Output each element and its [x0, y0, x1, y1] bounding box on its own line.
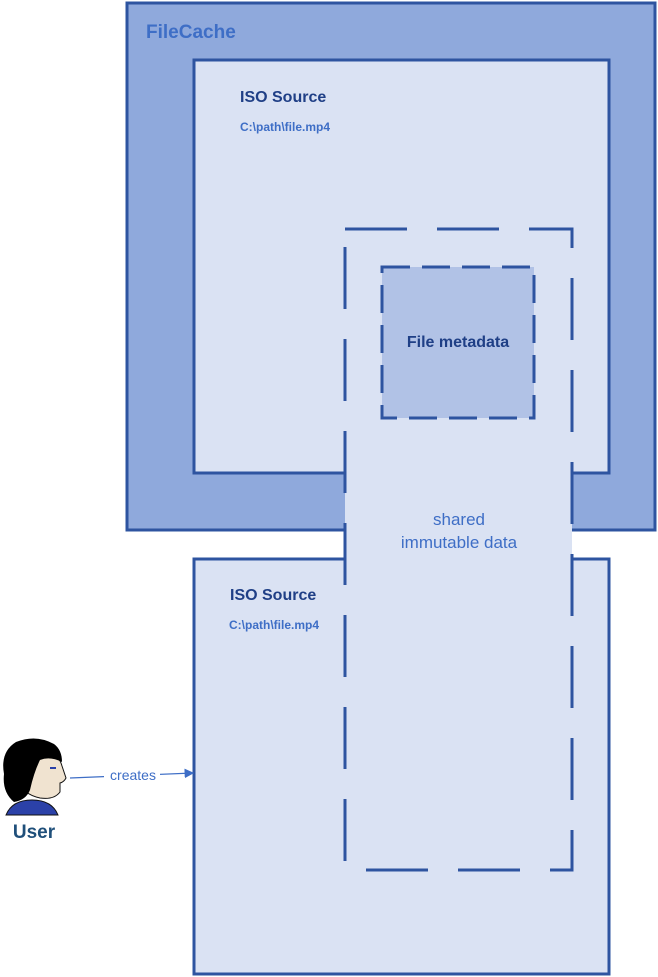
iso-source-bottom-path: C:\path\file.mp4: [229, 618, 319, 632]
shared-data-label-line2: immutable data: [401, 533, 518, 552]
creates-label: creates: [110, 767, 156, 783]
filecache-title: FileCache: [146, 22, 236, 43]
user-icon: [3, 738, 67, 816]
iso-source-bottom-title: ISO Source: [230, 587, 316, 604]
file-metadata-label: File metadata: [407, 334, 509, 351]
user-label: User: [13, 822, 56, 843]
iso-source-top-title: ISO Source: [240, 89, 326, 106]
file-metadata-box: [380, 265, 536, 420]
iso-source-top-path: C:\path\file.mp4: [240, 120, 330, 134]
creates-label-bg: [104, 766, 160, 784]
shared-data-label-line1: shared: [433, 510, 485, 529]
